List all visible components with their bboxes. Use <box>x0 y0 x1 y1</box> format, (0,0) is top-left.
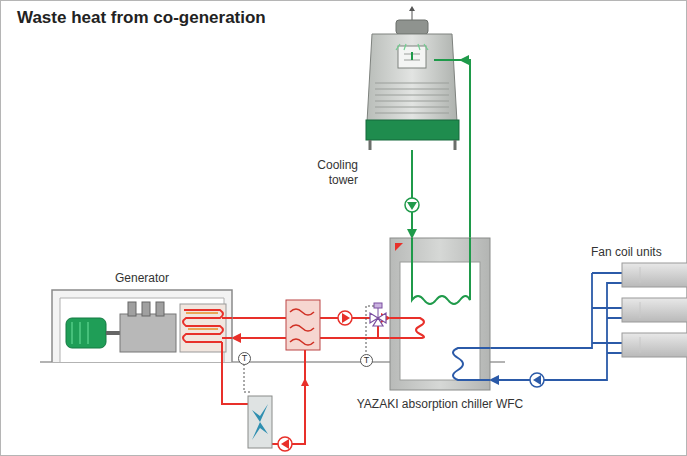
pipe <box>272 350 305 444</box>
generator-motor <box>66 318 106 348</box>
three-way-valve <box>366 303 386 353</box>
pump-body <box>278 437 292 451</box>
cylinder <box>142 302 150 316</box>
component-label: Fan coil units <box>591 245 662 260</box>
generator-housing: Generator <box>52 290 232 362</box>
sensor-letter: T <box>239 353 250 364</box>
pipe-connector <box>411 150 413 238</box>
valve-stem <box>378 308 379 318</box>
sensor-line <box>244 364 250 392</box>
fan-coil-unit <box>622 298 687 322</box>
pump <box>338 311 352 325</box>
pump <box>405 198 419 212</box>
fan-coil-drawing <box>585 263 687 380</box>
return-header <box>585 283 622 380</box>
dry-cooler <box>248 396 272 448</box>
heat-exchanger-plates <box>290 309 314 345</box>
pump <box>530 373 544 387</box>
fan-coil-unit <box>622 263 687 287</box>
sensor-line <box>366 306 374 353</box>
tower-louvers <box>375 80 449 118</box>
thermostat: T <box>238 352 251 365</box>
tower-basin <box>366 120 459 140</box>
tower-body <box>367 34 457 122</box>
tower-fan-stack <box>396 20 428 34</box>
condenser-coil <box>412 238 470 304</box>
cooling-tower: Cooling tower <box>365 28 460 150</box>
title: Waste heat from co-generation <box>17 8 266 28</box>
component-label: Generator <box>115 271 169 286</box>
tower-legs <box>370 140 455 150</box>
absorption-chiller: YAZAKI absorption chiller WFC <box>390 238 490 390</box>
shaft <box>106 331 120 335</box>
fan-coil-unit <box>622 333 687 357</box>
heat-exchanger-body <box>286 300 320 350</box>
generator-coil <box>390 318 424 338</box>
dry-cooler-fan <box>252 404 268 440</box>
spray-pipe <box>412 52 460 60</box>
supply-header <box>585 273 622 348</box>
unit-seam <box>640 267 641 353</box>
spray <box>396 44 428 50</box>
airflow-head <box>409 6 415 11</box>
cylinder <box>128 302 136 316</box>
pump-body <box>530 373 544 387</box>
component-label: YAZAKI absorption chiller WFC <box>357 397 524 412</box>
pipe-connector <box>460 60 470 238</box>
pump-arrow <box>342 313 350 323</box>
pump-body <box>338 311 352 325</box>
heat-recovery <box>180 304 226 352</box>
heat-recovery-coil <box>183 310 223 342</box>
bypass-pipe <box>377 326 379 338</box>
thermostat: T <box>360 354 373 367</box>
generator-housing <box>52 290 232 362</box>
chiller-mark <box>395 243 403 251</box>
valve-actuator <box>374 303 382 308</box>
flow-arrow <box>301 378 309 386</box>
chiller-cabinet <box>390 238 490 390</box>
cylinder <box>156 302 164 316</box>
pump-arrow <box>281 439 289 449</box>
chiller-drawing <box>390 238 490 390</box>
evaporator-coil <box>453 348 490 380</box>
component-label: Cooling tower <box>303 158 358 188</box>
cooling-tower-drawing <box>366 6 460 150</box>
fan-coil-group: Fan coil units <box>585 240 687 390</box>
generator-drawing <box>52 290 232 362</box>
engine-block <box>120 314 176 352</box>
pipe <box>222 318 232 338</box>
pump-arrow <box>533 375 541 385</box>
pump-body <box>405 198 419 212</box>
sensor-letter: T <box>361 355 372 366</box>
pump-arrow <box>407 202 417 210</box>
dry-cooler-loop <box>222 342 309 451</box>
pipe-connector <box>490 347 585 349</box>
heat-recovery-coil <box>186 313 218 329</box>
motor-ribs <box>72 322 88 344</box>
heat-exchanger <box>286 300 320 350</box>
